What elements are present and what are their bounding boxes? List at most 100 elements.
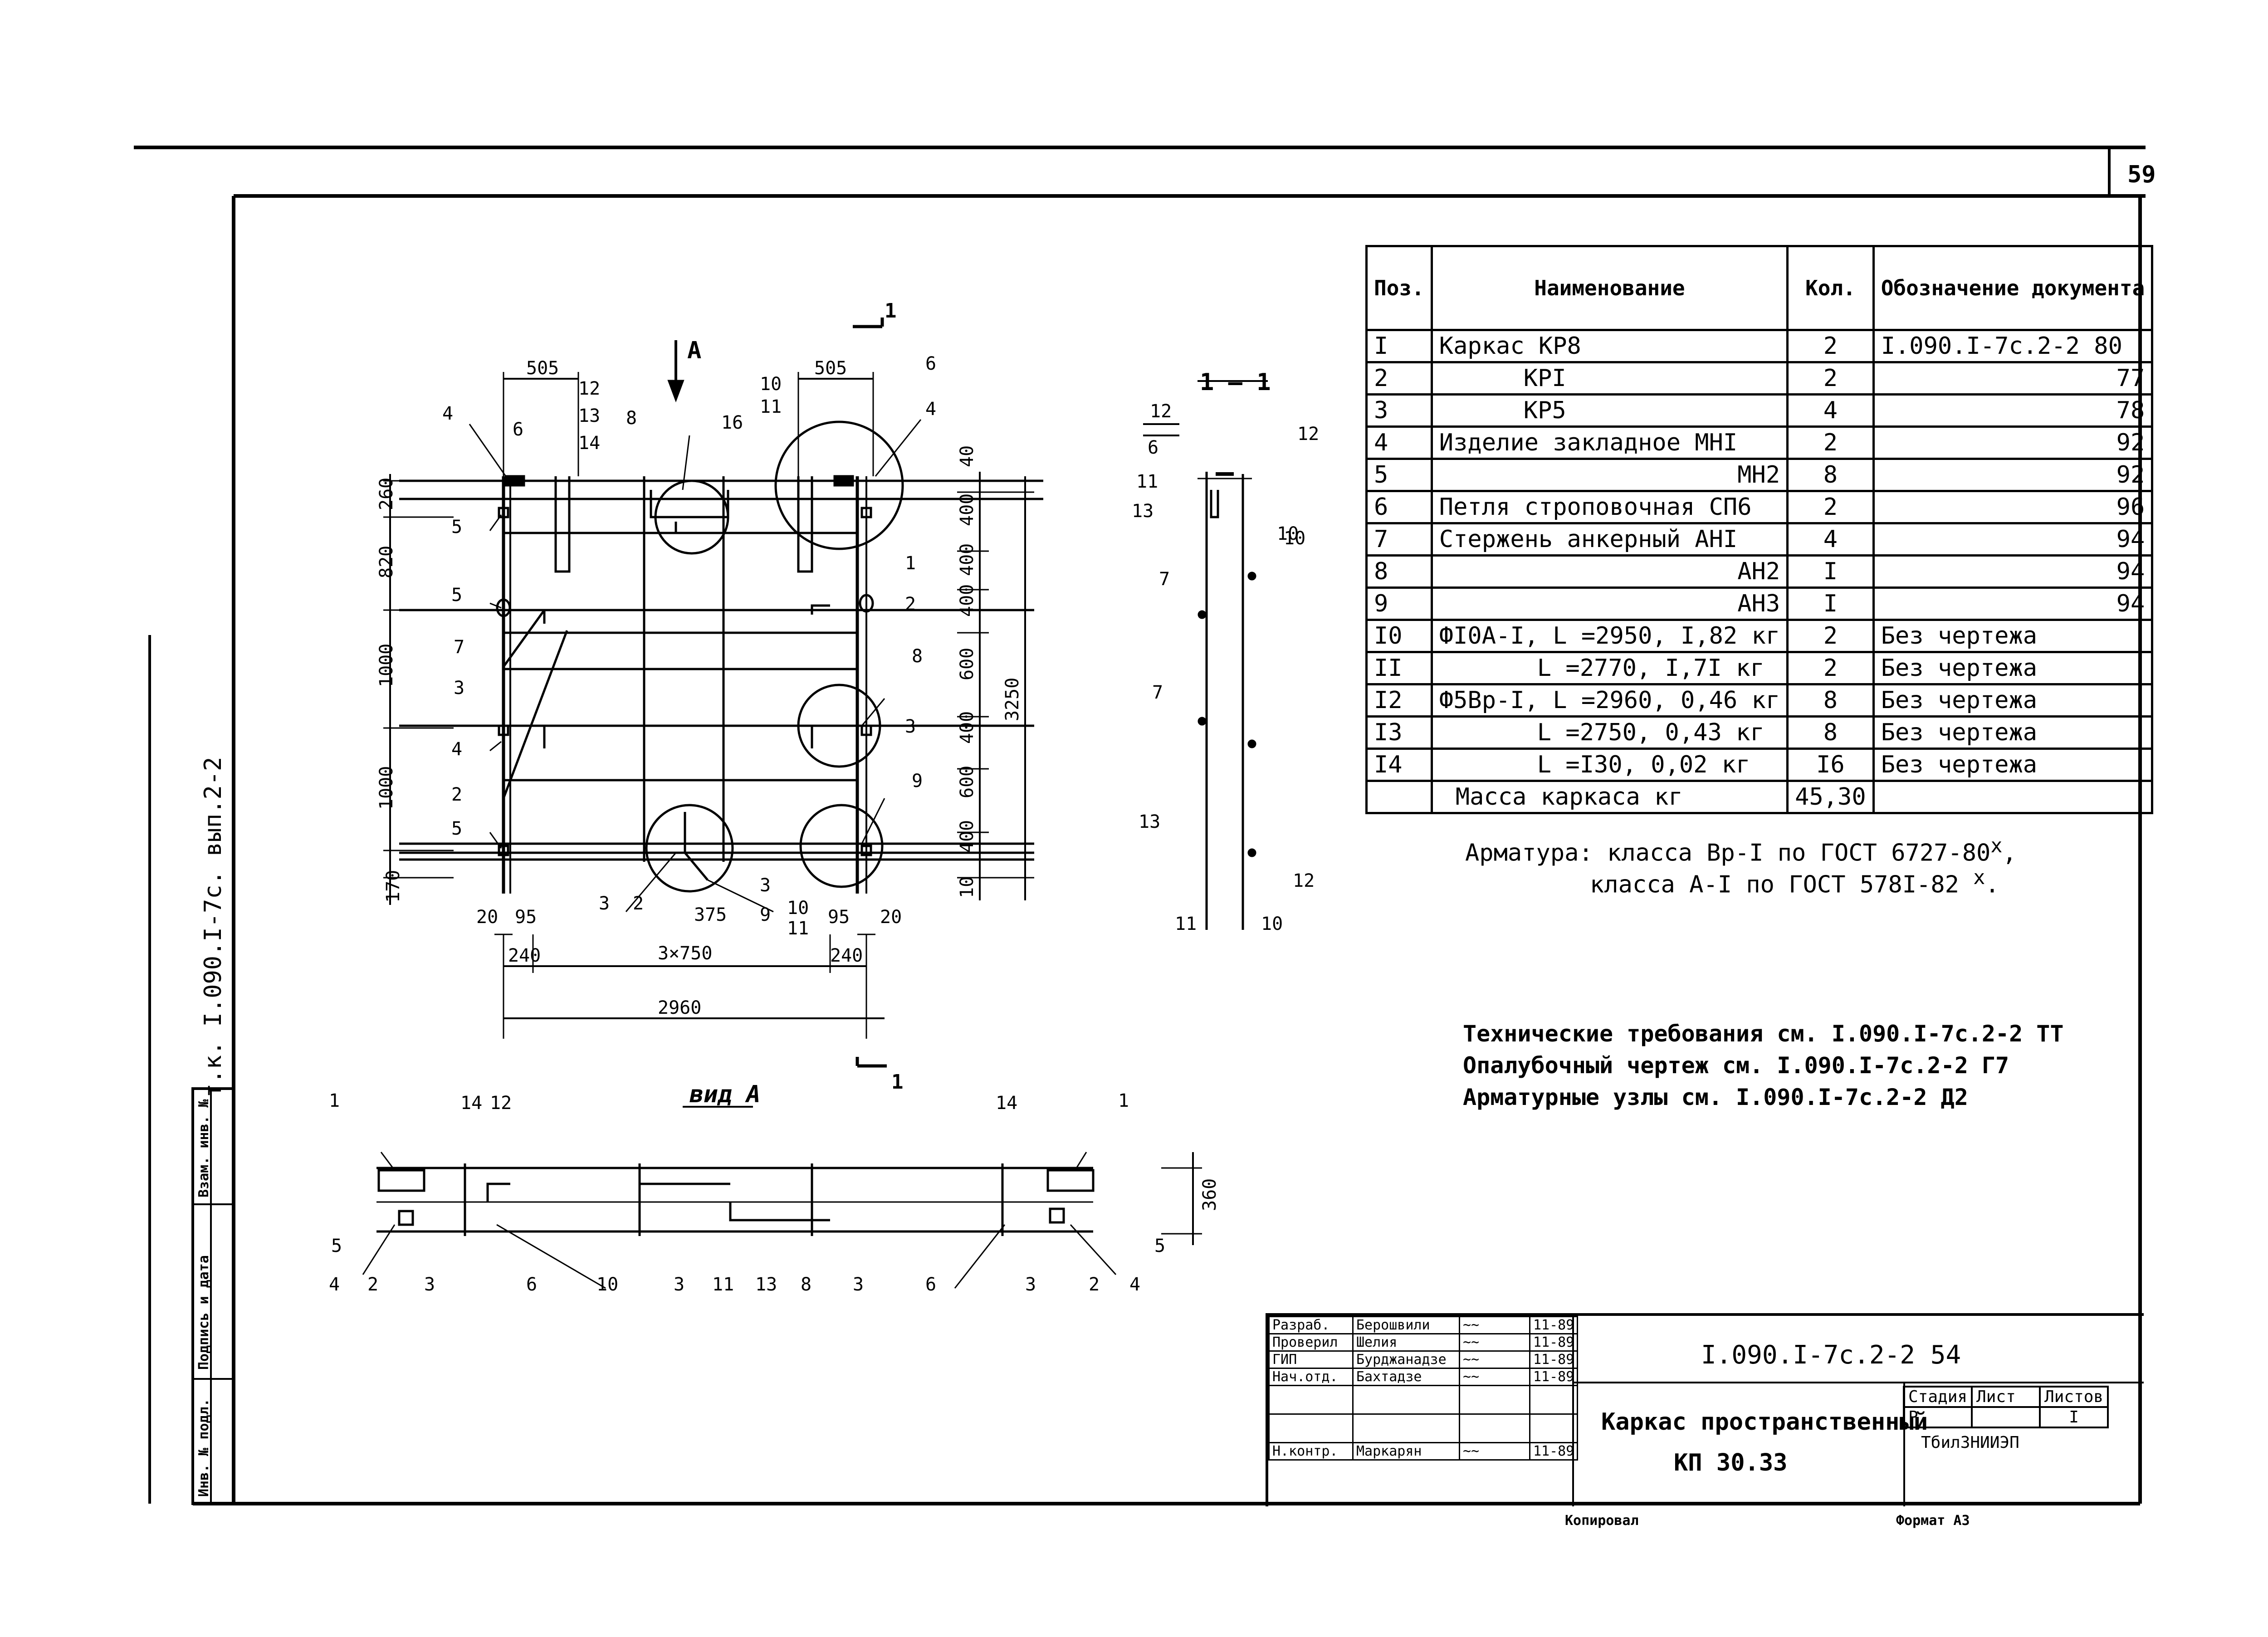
date	[1529, 1385, 1579, 1415]
dim-20-left: 20	[476, 907, 498, 928]
cell-qty: 4	[1786, 393, 1875, 428]
person: Бурджанадзе	[1352, 1350, 1460, 1369]
strip-label-replace: Взам. инв. №	[196, 1099, 212, 1197]
callout: 5	[451, 517, 462, 538]
table-row: Р I	[1902, 1406, 2109, 1428]
callout: 5	[451, 585, 462, 606]
role	[1268, 1385, 1354, 1415]
drawing-code: КП 30.33	[1674, 1449, 1788, 1476]
cell-qty: I6	[1786, 748, 1875, 782]
table-row	[1268, 1385, 1579, 1415]
person	[1352, 1413, 1460, 1443]
callout: 8	[912, 646, 923, 667]
note-armature-1-text: Арматура: класса Вр-I по ГОСТ 6727-80	[1465, 839, 1991, 867]
note-tech-1: Технические требования см. I.090.I-7с.2-…	[1463, 1021, 2064, 1047]
strip-label-sign: Подпись и дата	[196, 1255, 212, 1370]
cut-mark-bottom: 1	[891, 1070, 904, 1094]
table-row: Н.контр.Маркарян~~11-89	[1268, 1442, 1579, 1461]
footer-copied: Копировал	[1565, 1513, 1639, 1529]
dim-400-e: 400	[957, 820, 978, 853]
callout: 13	[578, 406, 600, 426]
callout: 13	[1139, 811, 1160, 832]
stamp-divider	[1572, 1316, 1574, 1506]
note-armature-2-text: класса А-I по ГОСТ 578I-82	[1590, 871, 1959, 899]
cell-pos: 5	[1365, 458, 1433, 492]
callout: 12	[578, 378, 600, 399]
stamp-divider	[1903, 1382, 1905, 1506]
date: 11-89	[1529, 1333, 1579, 1352]
dim-170: 170	[383, 870, 404, 903]
cell-pos: 9	[1365, 586, 1433, 621]
dim-95-right: 95	[828, 907, 850, 928]
dim-505-left: 505	[526, 358, 559, 379]
dim-2960: 2960	[658, 997, 701, 1018]
cell-qty: 8	[1786, 715, 1875, 750]
sup-x: x	[1973, 866, 1985, 889]
callout: 1	[905, 553, 916, 574]
dim-260: 260	[376, 478, 397, 510]
col-header-doc: Обозначение документа	[1872, 245, 2154, 331]
cell-doc: Без чертежа	[1872, 651, 2154, 685]
cell-doc: 77	[1872, 361, 2154, 396]
sheets-header: Листов	[2039, 1386, 2109, 1408]
plan-view	[383, 318, 1043, 1068]
cut-mark-top: 1	[885, 299, 897, 323]
strip-label-inv: Инв. № подл.	[196, 1398, 212, 1497]
callout: 11	[787, 918, 809, 939]
dim-20-right: 20	[880, 907, 902, 928]
table-row: Нач.отд.Бахтадзе~~11-89	[1268, 1368, 1579, 1386]
cell-name: АН3	[1430, 586, 1789, 621]
signature: ~~	[1459, 1368, 1530, 1386]
arrow-a-label: А	[687, 337, 701, 364]
callout: 6	[1148, 437, 1158, 458]
dim-400-b: 400	[957, 543, 978, 576]
note-tech-2: Опалубочный чертеж см. I.090.I-7с.2-2 Г7	[1463, 1052, 2009, 1079]
callout: 5	[451, 818, 462, 839]
dim-1000-a: 1000	[376, 644, 397, 687]
stage-header: Стадия	[1902, 1386, 1973, 1408]
document-number: I.090.I-7с.2-2 54	[1701, 1340, 1961, 1370]
cell-name: МН2	[1430, 458, 1789, 492]
callout: 12	[1293, 870, 1315, 891]
callout: 14	[996, 1093, 1017, 1114]
callout: 3	[454, 678, 464, 699]
callout: 3	[853, 1274, 864, 1295]
cell-name: КР5	[1430, 393, 1789, 428]
callout: 4	[925, 399, 936, 420]
cell-qty: 2	[1786, 619, 1875, 653]
callout: 3	[424, 1274, 435, 1295]
callout: 6	[925, 1274, 936, 1295]
sup-x: x	[1990, 835, 2003, 857]
callout: 1	[1118, 1090, 1129, 1111]
cell-doc: 94	[1872, 554, 2154, 589]
callout: 12	[1297, 424, 1319, 445]
person: Берошвили	[1352, 1316, 1460, 1334]
cell-name: L =I30, 0,02 кг	[1430, 748, 1789, 782]
dim-3250: 3250	[1002, 678, 1023, 721]
callout: 13	[755, 1274, 777, 1295]
callout: 3	[760, 875, 771, 896]
role: Н.контр.	[1268, 1442, 1354, 1461]
callout: 7	[454, 637, 464, 658]
dim-3x750: 3×750	[658, 943, 712, 964]
position-callouts: 4 6 12 13 14 8 16 10 11 6 4 5 5 7 3 4 2 …	[329, 353, 1319, 1295]
signature: ~~	[1459, 1316, 1530, 1334]
dim-40: 40	[957, 445, 978, 467]
cell-name: ФI0А-I, L =2950, I,82 кг	[1430, 619, 1789, 653]
section-label: 1 — 1	[1200, 369, 1271, 396]
cell-name: L =2750, 0,43 кг	[1430, 715, 1789, 750]
role: Разраб.	[1268, 1316, 1354, 1334]
callout: 12	[1150, 401, 1172, 422]
cell-doc: 92	[1872, 458, 2154, 492]
